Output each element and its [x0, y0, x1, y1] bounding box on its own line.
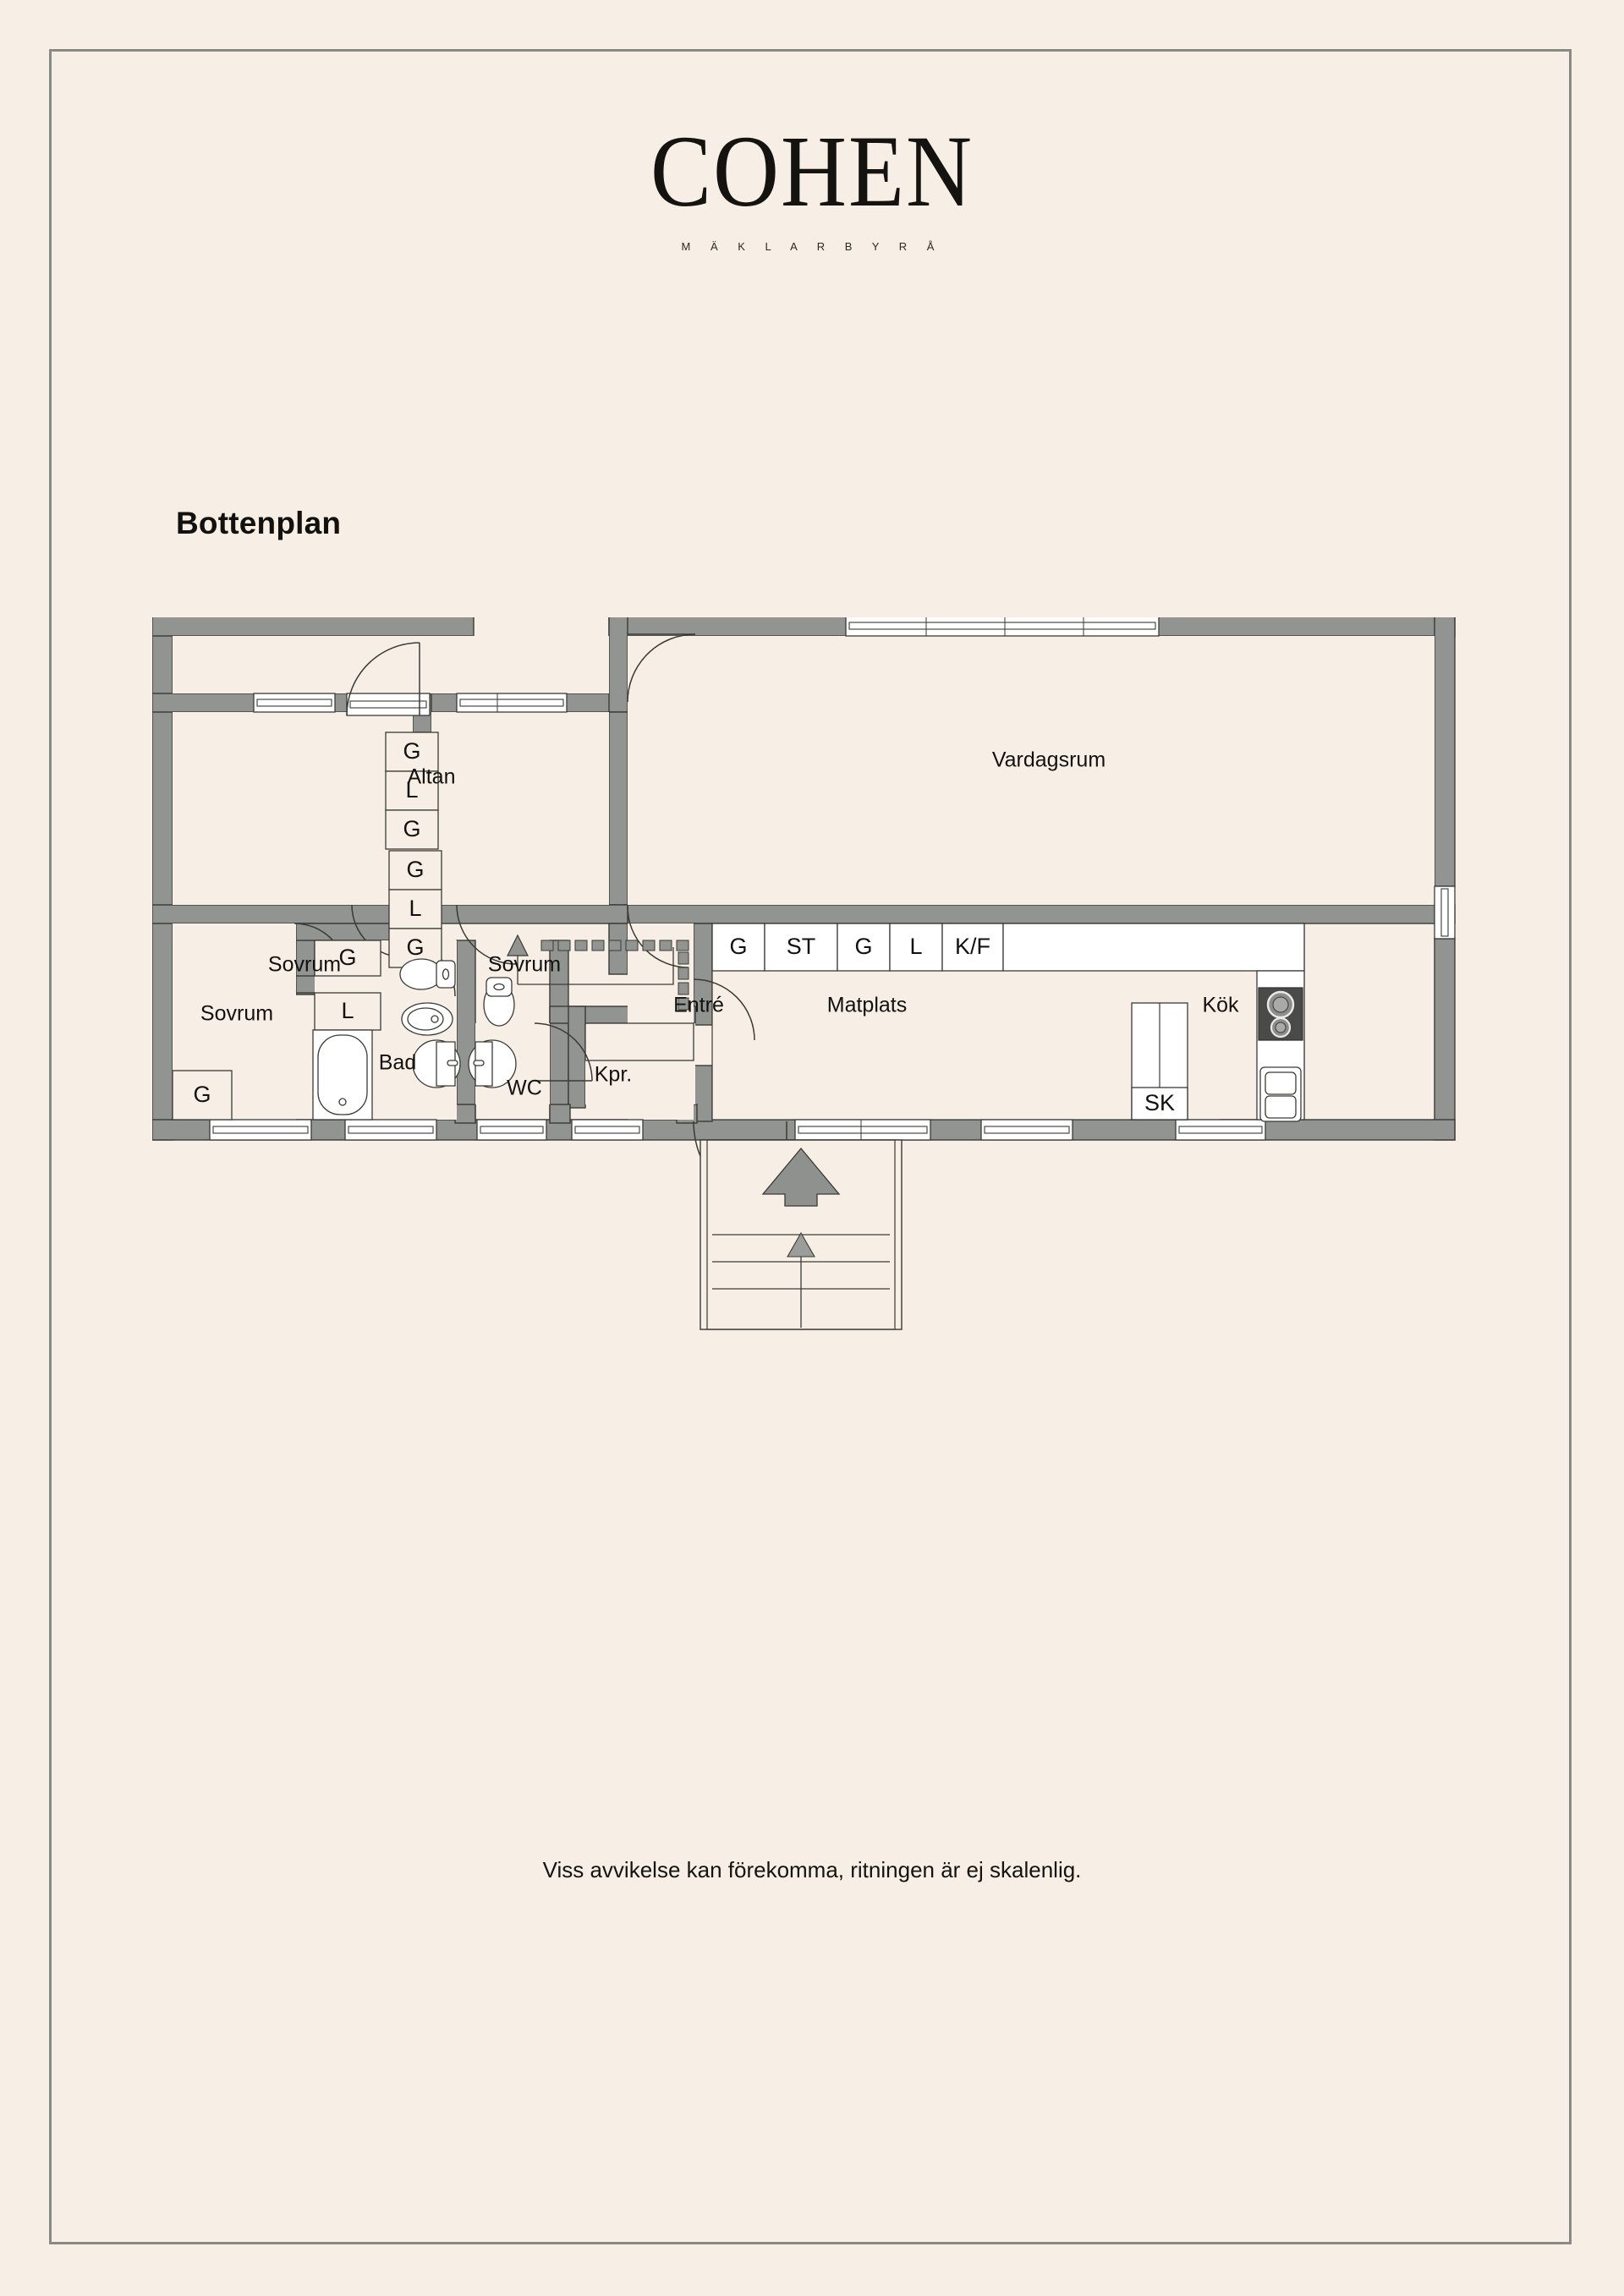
- cabinet-cell: G: [388, 850, 442, 890]
- direction-arrow-up-large: [761, 1147, 841, 1207]
- bathroom-cabinets: G L: [314, 940, 381, 1031]
- cabinet-cell: G: [837, 923, 891, 972]
- room-fills: [173, 636, 1435, 1120]
- cabinet-label: L: [341, 998, 354, 1023]
- page-title: Bottenplan: [176, 506, 342, 540]
- brand-name: COHEN: [650, 115, 974, 229]
- direction-arrow-up-small: [787, 1231, 815, 1258]
- cabinet-cell: G: [385, 809, 439, 850]
- cabinet-cell: G: [172, 1070, 233, 1121]
- room-label-wc: WC: [507, 1077, 542, 1100]
- cabinet-label: ST: [787, 934, 816, 959]
- kpr-shelf: [584, 1022, 694, 1061]
- room-label-matplats: Matplats: [827, 994, 907, 1017]
- room-label-sovrum-2: Sovrum: [488, 953, 561, 977]
- cabinet-cell: G: [314, 940, 381, 977]
- cabinet-cell: ST: [764, 923, 838, 972]
- brand-logo: COHEN M Ä K L A R B Y R Å: [0, 121, 1624, 253]
- cabinet-cell: L: [388, 889, 442, 929]
- cabinet-label: G: [406, 934, 424, 960]
- room-labels: Altan Sovrum Sovrum Vardagsrum Sovrum Ba…: [200, 748, 1239, 1100]
- cabinet-label: G: [403, 738, 420, 764]
- cabinet-label: G: [193, 1082, 211, 1107]
- cabinet-cell: G: [385, 732, 439, 772]
- cabinet-cell: G: [711, 923, 765, 972]
- cabinet-label: L: [405, 777, 418, 803]
- room-label-sovrum-3: Sovrum: [200, 1002, 273, 1026]
- room-label-kpr: Kpr.: [595, 1063, 632, 1087]
- staircase-interior: [507, 934, 689, 1011]
- cabinet-cell: L: [314, 992, 381, 1031]
- windows: [209, 617, 1456, 1141]
- room-label-entre: Entré: [673, 994, 724, 1017]
- bathtub: [312, 1029, 373, 1121]
- room-label-vardagsrum: Vardagsrum: [992, 748, 1106, 772]
- brand-tagline: M Ä K L A R B Y R Å: [681, 240, 943, 253]
- cabinet-label: G: [403, 816, 420, 841]
- cabinet-cell: L: [385, 770, 439, 811]
- wc-toilet: [483, 977, 515, 1027]
- cabinet-label: G: [854, 934, 872, 959]
- kitchen-stove: [1258, 987, 1303, 1041]
- room-label-sovrum-1: Sovrum: [268, 953, 341, 977]
- cabinet-label: L: [909, 934, 922, 959]
- cabinet-label: SK: [1144, 1090, 1175, 1115]
- room-label-bad: Bad: [379, 1051, 416, 1075]
- cabinet-label: G: [406, 857, 424, 882]
- cabinet-label: K/F: [955, 934, 990, 959]
- cabinet-label: G: [338, 945, 356, 970]
- room-label-altan: Altan: [408, 765, 456, 789]
- cabinet-label: L: [409, 896, 421, 921]
- bidet: [401, 1002, 453, 1036]
- cabinet-cell: L: [889, 923, 943, 972]
- room-label-kok: Kök: [1202, 994, 1239, 1017]
- cabinet-sk: SK: [1131, 1002, 1188, 1121]
- cabinet-row-kitchen: G ST G L K/F: [711, 923, 1305, 972]
- floorplan-drawing: G L G G L G: [152, 617, 1539, 1801]
- kitchen-double-sink: [1259, 1066, 1302, 1122]
- cabinet-label: G: [729, 934, 747, 959]
- sink-round-right: [468, 1039, 517, 1088]
- toilet: [399, 958, 456, 990]
- entrance-steps: [700, 1139, 903, 1330]
- sink-round-left: [412, 1039, 461, 1088]
- cabinet-cell: K/F: [941, 923, 1004, 972]
- disclaimer-caption: Viss avvikelse kan förekomma, ritningen …: [542, 1857, 1082, 1882]
